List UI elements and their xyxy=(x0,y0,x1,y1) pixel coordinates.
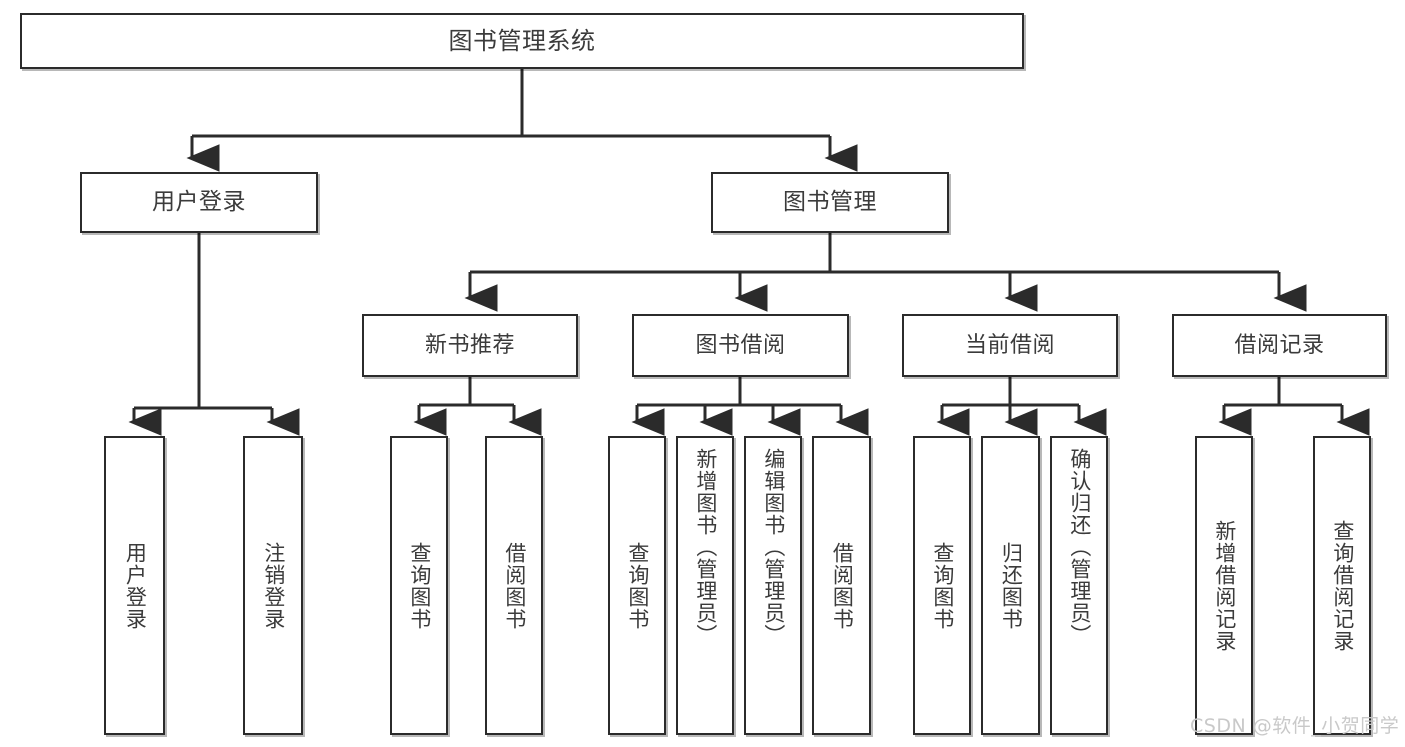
leaf-query-record-label: 查询借阅记录 xyxy=(1330,519,1355,652)
node-root[interactable]: 图书管理系统 xyxy=(20,13,1024,69)
node-borrow-record[interactable]: 借阅记录 xyxy=(1172,314,1387,377)
leaf-borrow-book-rec-label: 借阅图书 xyxy=(502,541,527,630)
leaf-borrow-book-rec[interactable]: 借阅图书 xyxy=(485,436,543,735)
node-current-borrow[interactable]: 当前借阅 xyxy=(902,314,1118,377)
leaf-user-login[interactable]: 用户登录 xyxy=(104,436,165,735)
leaf-query-book-rec-label: 查询图书 xyxy=(407,541,432,630)
leaf-borrow-book[interactable]: 借阅图书 xyxy=(812,436,871,735)
leaf-add-book-label: 新增图书（管理员） xyxy=(693,448,718,646)
node-book-borrow[interactable]: 图书借阅 xyxy=(632,314,849,377)
leaf-query-book-current-label: 查询图书 xyxy=(930,541,955,630)
node-user-login-label: 用户登录 xyxy=(152,188,246,215)
leaf-return-book[interactable]: 归还图书 xyxy=(981,436,1040,735)
node-new-book-recommend-label: 新书推荐 xyxy=(424,332,515,358)
node-current-borrow-label: 当前借阅 xyxy=(964,332,1055,358)
leaf-borrow-book-label: 借阅图书 xyxy=(830,541,855,630)
node-book-borrow-label: 图书借阅 xyxy=(695,332,786,358)
node-new-book-recommend[interactable]: 新书推荐 xyxy=(362,314,578,377)
csdn-watermark: CSDN @软件_小贺同学 xyxy=(1190,715,1400,737)
leaf-confirm-return-label: 确认归还（管理员） xyxy=(1067,448,1092,646)
leaf-user-logout-label: 注销登录 xyxy=(261,541,286,630)
leaf-query-book-borrow[interactable]: 查询图书 xyxy=(608,436,666,735)
leaf-add-book[interactable]: 新增图书（管理员） xyxy=(676,436,734,735)
node-book-manage-label: 图书管理 xyxy=(783,188,877,215)
node-root-label: 图书管理系统 xyxy=(448,26,596,55)
node-borrow-record-label: 借阅记录 xyxy=(1234,332,1325,358)
node-user-login[interactable]: 用户登录 xyxy=(80,172,318,233)
leaf-confirm-return[interactable]: 确认归还（管理员） xyxy=(1050,436,1108,735)
leaf-edit-book-label: 编辑图书（管理员） xyxy=(761,448,786,646)
leaf-edit-book[interactable]: 编辑图书（管理员） xyxy=(744,436,802,735)
leaf-query-book-current[interactable]: 查询图书 xyxy=(913,436,971,735)
leaf-add-record-label: 新增借阅记录 xyxy=(1212,519,1237,652)
leaf-return-book-label: 归还图书 xyxy=(999,541,1024,630)
leaf-query-book-borrow-label: 查询图书 xyxy=(625,541,650,630)
leaf-query-record[interactable]: 查询借阅记录 xyxy=(1313,436,1371,735)
leaf-query-book-rec[interactable]: 查询图书 xyxy=(390,436,448,735)
leaf-user-login-label: 用户登录 xyxy=(123,541,148,630)
leaf-add-record[interactable]: 新增借阅记录 xyxy=(1195,436,1253,735)
node-book-manage[interactable]: 图书管理 xyxy=(711,172,949,233)
leaf-user-logout[interactable]: 注销登录 xyxy=(243,436,303,735)
